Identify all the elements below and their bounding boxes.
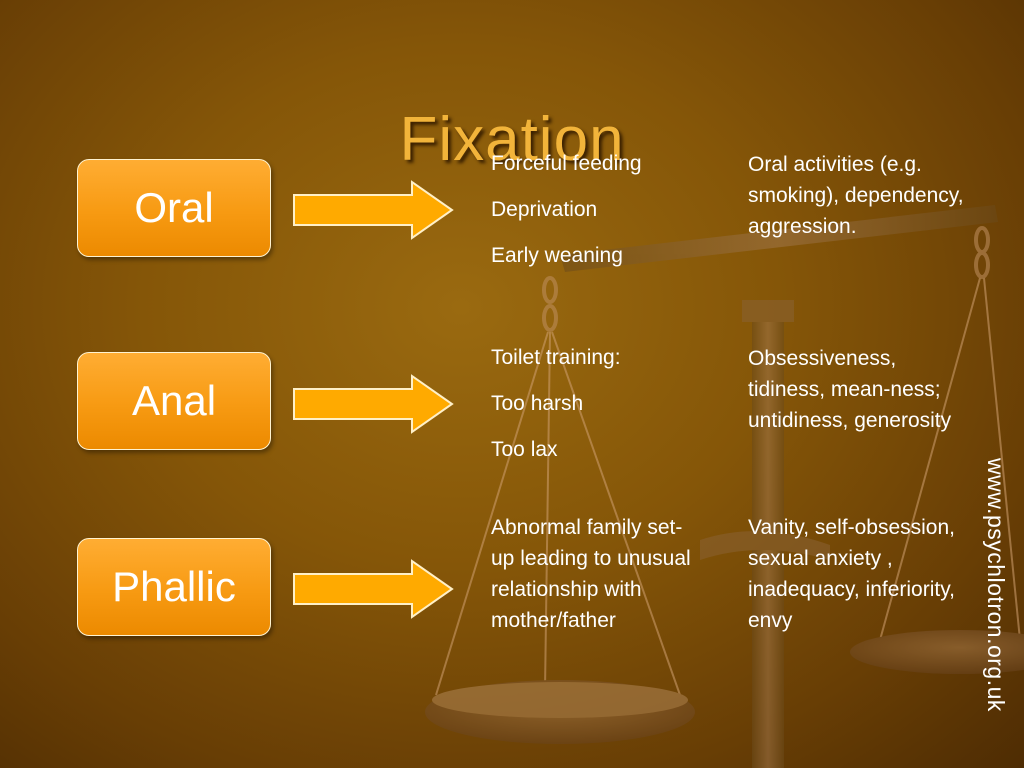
source-url: www.psychlotron.org.uk — [983, 458, 1009, 712]
right-arrow-icon — [293, 374, 454, 434]
effects-oral: Oral activities (e.g. smoking), dependen… — [748, 153, 964, 238]
right-arrow-icon — [293, 559, 454, 619]
stage-box-phallic: Phallic — [77, 538, 271, 636]
stage-box-oral: Oral — [77, 159, 271, 257]
stage-label: Oral — [134, 184, 214, 231]
effects-phallic: Vanity, self-obsession, sexual anxiety ,… — [748, 516, 955, 632]
cause-item: Forceful feeding — [491, 152, 642, 175]
stage-label: Anal — [131, 377, 217, 424]
stage-box-anal: Anal — [77, 352, 271, 450]
cause-item: Deprivation — [491, 198, 598, 221]
cause-item: Too harsh — [491, 392, 584, 415]
causes-phallic: Abnormal family set-up leading to unusua… — [491, 512, 691, 636]
cause-item: Toilet training: — [491, 346, 621, 369]
stage-label: Phallic — [112, 563, 236, 610]
causes-anal: Toilet training: Too harsh Too lax — [491, 343, 621, 464]
cause-item: Abnormal family set-up leading to unusua… — [491, 516, 691, 632]
effects-anal: Obsessiveness, tidiness, mean-ness; unti… — [748, 347, 952, 432]
causes-oral: Forceful feeding Deprivation Early weani… — [491, 149, 642, 270]
slide-title: Fixation — [399, 104, 625, 174]
cause-item: Too lax — [491, 438, 558, 461]
cause-item: Early weaning — [491, 244, 623, 267]
right-arrow-icon — [293, 180, 454, 240]
